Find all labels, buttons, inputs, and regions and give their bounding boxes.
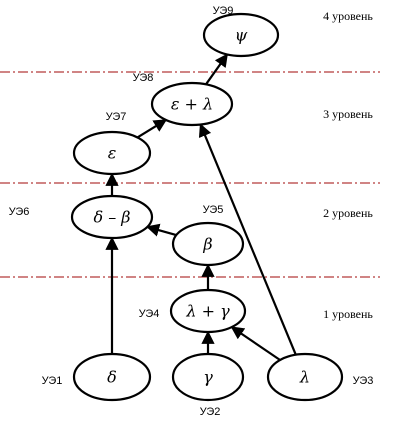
node-label-ue4: λ + γ xyxy=(185,302,230,321)
node-ue3: λ УЭ3 xyxy=(266,352,374,402)
node-label-ue1: δ xyxy=(107,368,117,387)
node-ellipse-ue6 xyxy=(70,194,154,240)
node-id-ue7: УЭ7 xyxy=(106,111,127,123)
node-id-ue8: УЭ8 xyxy=(133,72,154,84)
edge-ue3-to-ue8 xyxy=(198,123,297,356)
node-ue5: β УЭ5 xyxy=(171,204,245,267)
node-ue8: ε + λ УЭ8 xyxy=(133,72,234,127)
level-label-1: 1 уровень xyxy=(323,307,373,321)
node-ue6: δ – β УЭ6 xyxy=(9,194,154,240)
edge-ue8-to-ue9 xyxy=(205,53,229,85)
node-label-ue7: ε xyxy=(108,144,117,163)
level-label-4: 4 уровень xyxy=(323,9,373,23)
node-id-ue6: УЭ6 xyxy=(9,206,30,218)
edge-ue5-to-ue6 xyxy=(145,223,177,237)
level-dividers xyxy=(0,71,380,278)
node-ellipse-ue5 xyxy=(171,221,245,267)
node-id-ue4: УЭ4 xyxy=(139,308,160,320)
node-label-ue3: λ xyxy=(299,368,310,387)
node-ue7: ε УЭ7 xyxy=(72,111,152,176)
node-ue1: δ УЭ1 xyxy=(42,352,152,402)
node-ellipse-ue1 xyxy=(72,352,152,402)
level-label-3: 3 уровень xyxy=(323,107,373,121)
node-ellipse-ue4 xyxy=(169,288,247,334)
node-ellipse-ue7 xyxy=(72,130,152,176)
node-ellipse-ue2 xyxy=(171,352,245,402)
node-id-ue1: УЭ1 xyxy=(42,375,63,387)
node-id-ue9: УЭ9 xyxy=(213,5,234,17)
node-ellipse-ue3 xyxy=(266,352,344,402)
edge-ue3-to-ue4 xyxy=(230,326,281,361)
node-id-ue3: УЭ3 xyxy=(353,375,374,387)
level-labels: 4 уровень 3 уровень 2 уровень 1 уровень xyxy=(323,9,373,321)
node-label-ue2: γ xyxy=(203,368,213,387)
node-id-ue5: УЭ5 xyxy=(203,204,224,216)
node-label-ue9: ψ xyxy=(235,26,248,45)
level-label-2: 2 уровень xyxy=(323,206,373,220)
node-ellipse-ue9 xyxy=(202,12,280,58)
node-ue4: λ + γ УЭ4 xyxy=(139,288,247,334)
edge-ue7-to-ue8 xyxy=(136,119,168,139)
node-label-ue6: δ – β xyxy=(93,208,130,227)
edges xyxy=(105,53,297,361)
node-label-ue5: β xyxy=(202,235,212,254)
node-ellipse-ue8 xyxy=(150,81,234,127)
node-id-ue2: УЭ2 xyxy=(200,406,221,418)
node-label-ue8: ε + λ xyxy=(171,95,213,114)
